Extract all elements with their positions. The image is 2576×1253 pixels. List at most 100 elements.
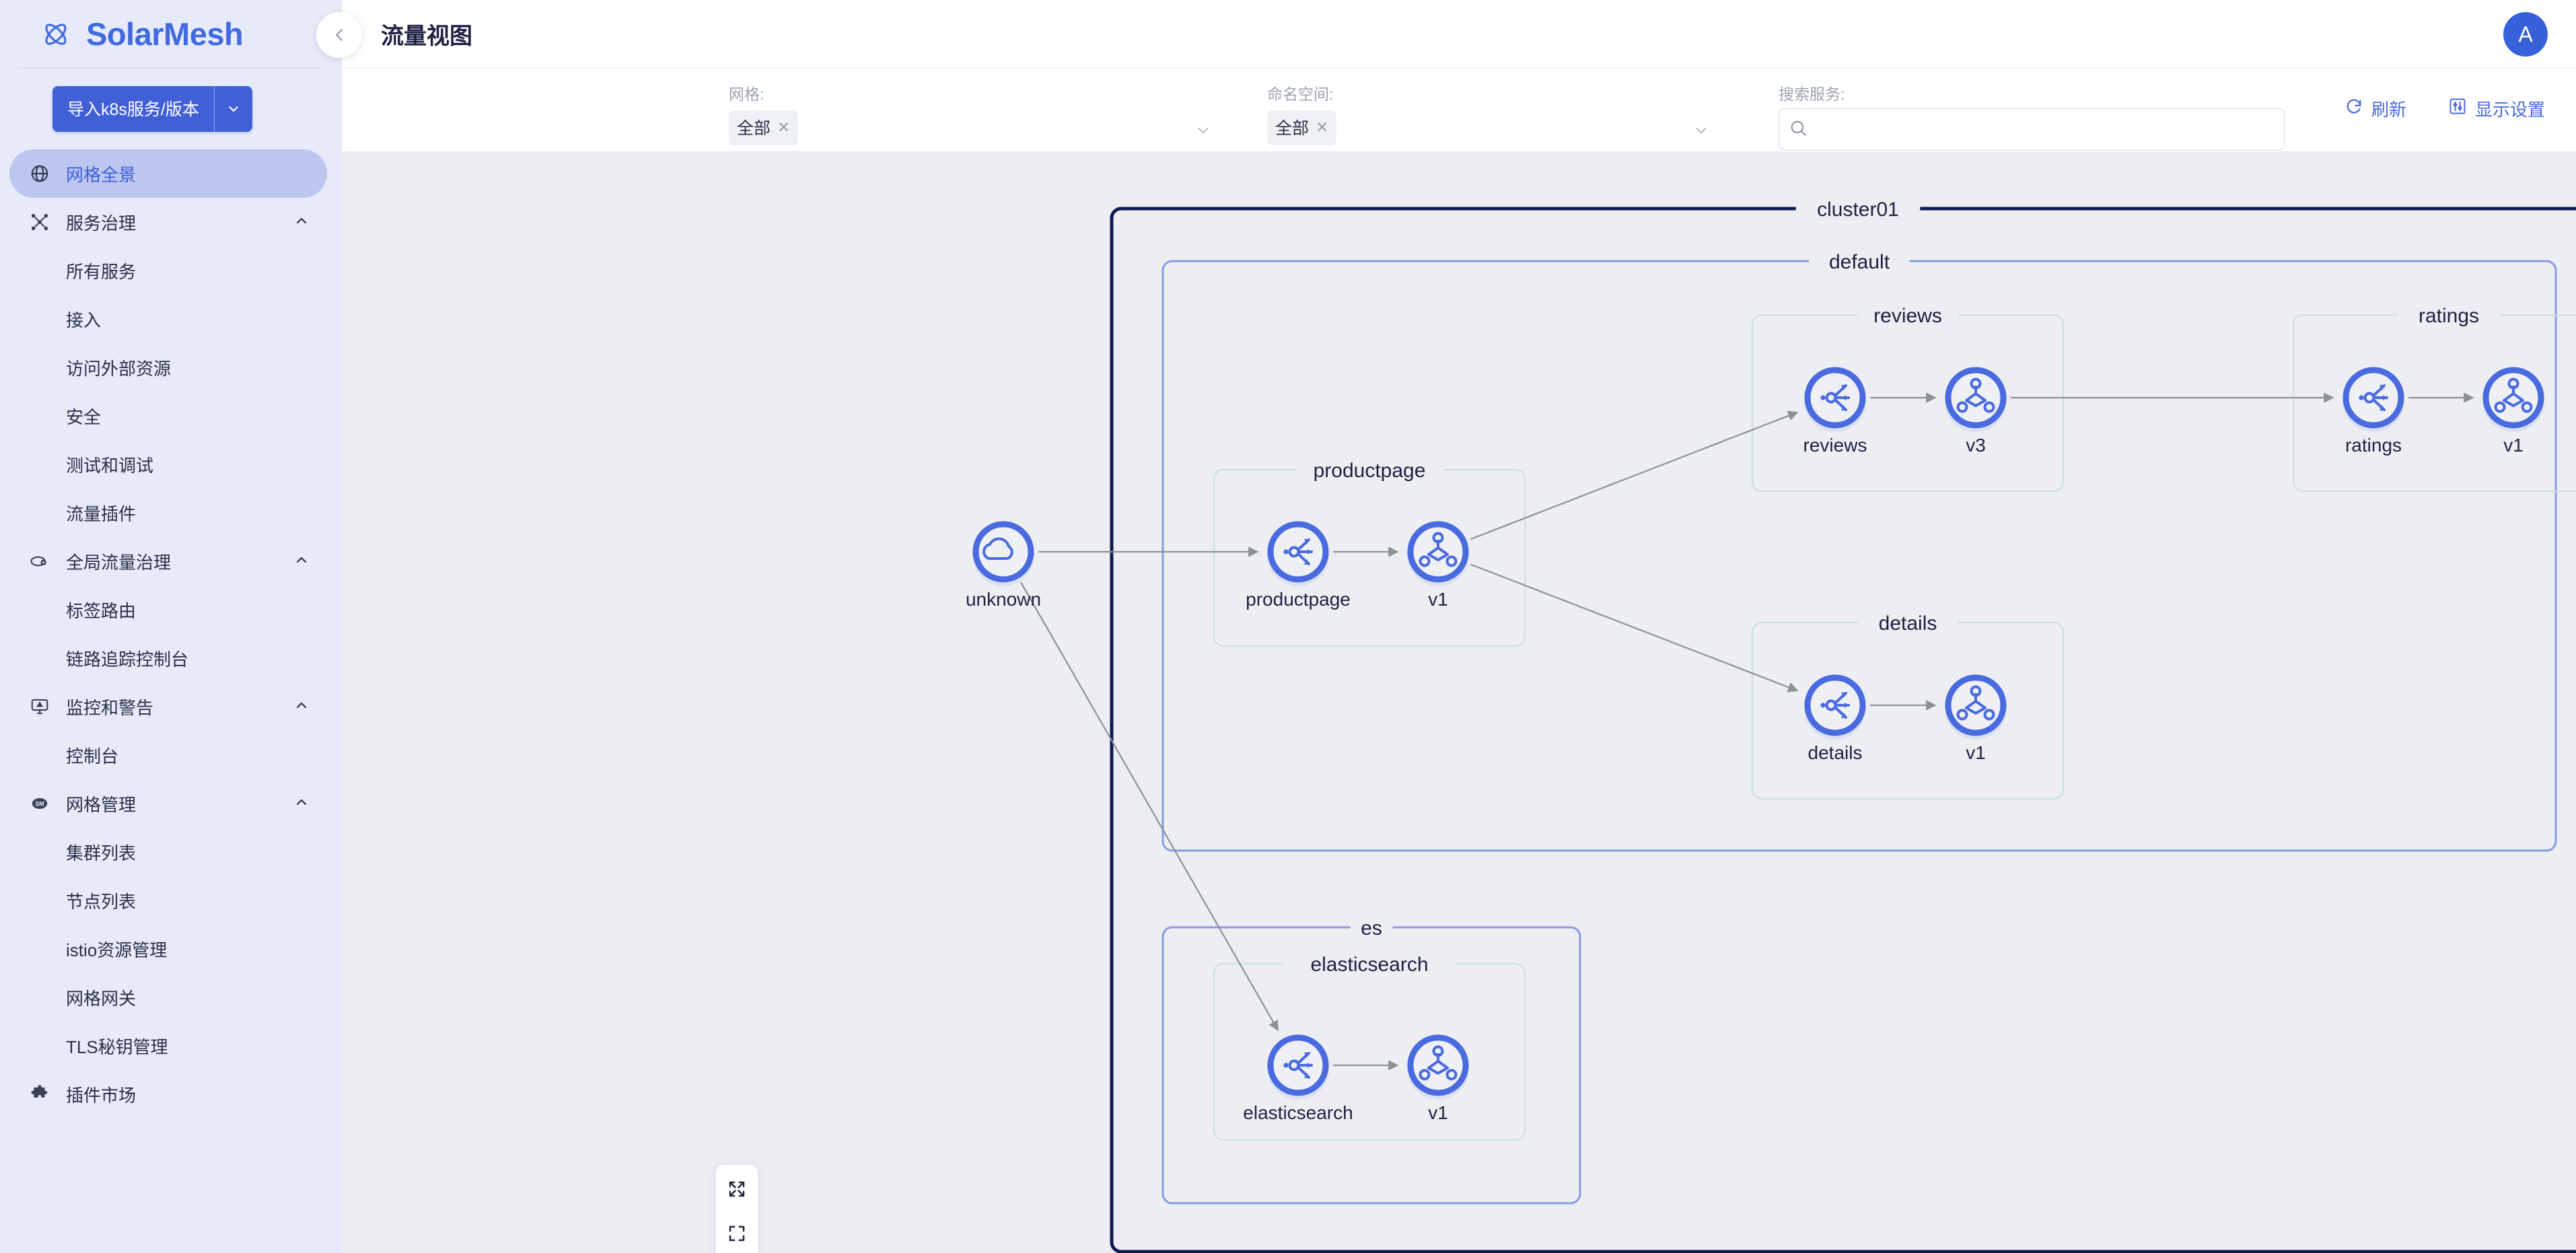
close-icon[interactable]: ✕ xyxy=(777,118,791,136)
graph-node-ver-rat-v1[interactable]: v1 xyxy=(2482,367,2544,456)
topology-graph[interactable]: cluster01 default es reviews ratings productp… xyxy=(342,152,2576,1253)
search-box[interactable] xyxy=(1779,108,2285,150)
search-icon xyxy=(1789,118,1808,141)
graph-node-ver-es-v1[interactable]: v1 xyxy=(1407,1034,1469,1123)
chevron-up-icon[interactable] xyxy=(293,697,310,716)
sidebar-item-monitor-console[interactable]: 控制台 xyxy=(0,731,342,779)
chevron-down-icon[interactable] xyxy=(215,86,252,132)
sidebar-item-security[interactable]: 安全 xyxy=(0,392,342,440)
import-button-wrap: 导入k8s服务/版本 xyxy=(0,69,342,149)
refresh-icon xyxy=(2345,97,2363,120)
graph-group-reviews[interactable]: reviews xyxy=(1751,305,2065,493)
sidebar-group-mesh-management[interactable]: SM 网格管理 xyxy=(0,779,342,828)
refresh-label: 刷新 xyxy=(2371,100,2406,120)
graph-group-elasticsearch[interactable]: elasticsearch xyxy=(1213,954,1526,1141)
namespace-filter-label: 命名空间: xyxy=(1267,85,1334,103)
graph-group-label: reviews xyxy=(1873,305,1942,327)
sidebar-item-label: 网格全景 xyxy=(66,164,137,185)
namespace-chip-label: 全部 xyxy=(1275,119,1310,138)
brand-name: SolarMesh xyxy=(86,16,244,52)
sidebar-item-mesh-overview[interactable]: 网格全景 xyxy=(9,149,327,198)
graph-node-unknown[interactable]: unknown xyxy=(966,521,1041,610)
sidebar-item-tls-keys[interactable]: TLS秘钥管理 xyxy=(0,1022,342,1070)
topology-canvas[interactable]: cluster01 default es reviews ratings productp… xyxy=(342,152,2576,1253)
graph-group-productpage[interactable]: productpage xyxy=(1213,460,1526,647)
search-input[interactable] xyxy=(1816,120,2275,139)
fit-screen-icon[interactable] xyxy=(721,1217,753,1250)
sidebar-group-monitoring-alerts[interactable]: 监控和警告 xyxy=(0,682,342,731)
graph-node-ver-det-v1[interactable]: v1 xyxy=(1945,674,2007,763)
expand-arrows-icon[interactable] xyxy=(721,1173,753,1205)
mesh-select[interactable]: 全部 ✕ xyxy=(729,108,1240,147)
sidebar-item-label: 所有服务 xyxy=(66,261,137,282)
graph-group-label: cluster01 xyxy=(1817,199,1899,221)
close-icon[interactable]: ✕ xyxy=(1316,118,1329,136)
graph-group-details[interactable]: details xyxy=(1751,612,2065,800)
graph-node-ver-rev-v3[interactable]: v3 xyxy=(1945,367,2007,456)
display-settings-button[interactable]: 显示设置 xyxy=(2448,96,2545,121)
import-k8s-button[interactable]: 导入k8s服务/版本 xyxy=(52,86,252,132)
sidebar-item-label: 访问外部资源 xyxy=(66,358,172,379)
graph-node-label: v1 xyxy=(1966,742,1986,763)
sidebar-item-traffic-plugins[interactable]: 流量插件 xyxy=(0,489,342,537)
sidebar-item-label: 安全 xyxy=(66,406,102,427)
display-settings-label: 显示设置 xyxy=(2474,100,2545,120)
graph-node-svc-reviews[interactable]: reviews xyxy=(1803,367,1867,456)
graph-node-svc-ratings[interactable]: ratings xyxy=(2342,367,2404,456)
version-icon xyxy=(1956,378,1995,413)
sidebar-item-istio-resources[interactable]: istio资源管理 xyxy=(0,925,342,973)
page-title: 流量视图 xyxy=(381,23,472,49)
namespace-filter[interactable]: 命名空间: 全部 ✕ xyxy=(1267,68,1738,147)
mesh-filter[interactable]: 网格: 全部 ✕ xyxy=(729,68,1240,147)
graph-group-label: ratings xyxy=(2419,305,2479,327)
graph-node-svc-es[interactable]: elasticsearch xyxy=(1243,1034,1353,1123)
graph-node-ver-pp-v1[interactable]: v1 xyxy=(1407,521,1469,610)
service-icon xyxy=(1283,1052,1313,1079)
sidebar-group-global-traffic[interactable]: 全局流量治理 xyxy=(0,537,342,585)
graph-node-label: details xyxy=(1808,742,1863,763)
version-icon xyxy=(1419,532,1458,567)
graph-group-es[interactable]: es xyxy=(1161,917,1581,1205)
sidebar-item-node-list[interactable]: 节点列表 xyxy=(0,876,342,925)
sidebar-item-cluster-list[interactable]: 集群列表 xyxy=(0,828,342,876)
brand[interactable]: SolarMesh xyxy=(0,0,342,68)
mesh-chip[interactable]: 全部 ✕ xyxy=(729,110,799,145)
graph-node-label: ratings xyxy=(2345,435,2402,456)
sidebar-item-label: 全局流量治理 xyxy=(66,552,172,573)
sidebar-item-tracing-console[interactable]: 链路追踪控制台 xyxy=(0,634,342,682)
sidebar-item-ingress[interactable]: 接入 xyxy=(0,295,342,343)
chevron-up-icon[interactable] xyxy=(293,213,310,231)
top-header: 流量视图 A xyxy=(316,0,2576,68)
chevron-up-icon[interactable] xyxy=(293,552,310,571)
graph-group-default[interactable]: default xyxy=(1161,251,2557,852)
avatar[interactable]: A xyxy=(2503,12,2548,57)
service-icon xyxy=(1820,384,1850,411)
sidebar-item-label-routing[interactable]: 标签路由 xyxy=(0,585,342,634)
sidebar-nav: 网格全景 服务治理 所有服务 接入 访问外部资源 安全 测试和调试 流量插件 xyxy=(0,149,342,1118)
sidebar-collapse-button[interactable] xyxy=(316,12,362,58)
namespace-select[interactable]: 全部 ✕ xyxy=(1267,108,1738,147)
refresh-button[interactable]: 刷新 xyxy=(2345,96,2406,121)
graph-group-ratings[interactable]: ratings xyxy=(2292,305,2576,493)
atom-icon xyxy=(40,19,71,50)
sidebar-group-service-governance[interactable]: 服务治理 xyxy=(0,198,342,246)
sidebar-item-all-services[interactable]: 所有服务 xyxy=(0,246,342,295)
sidebar-item-external-resources[interactable]: 访问外部资源 xyxy=(0,343,342,392)
globe-icon xyxy=(28,162,51,185)
sidebar-item-mesh-gateway[interactable]: 网格网关 xyxy=(0,973,342,1022)
sidebar-item-plugin-market[interactable]: 插件市场 xyxy=(0,1070,342,1118)
chevron-down-icon[interactable] xyxy=(1692,122,1710,144)
sidebar-item-test-debug[interactable]: 测试和调试 xyxy=(0,440,342,489)
search-service-filter: 搜索服务: xyxy=(1779,68,2290,150)
graph-group-label: default xyxy=(1829,251,1890,273)
namespace-chip[interactable]: 全部 ✕ xyxy=(1267,110,1337,145)
sidebar-item-label: 服务治理 xyxy=(66,213,137,234)
sidebar-item-label: 监控和警告 xyxy=(66,697,154,718)
graph-group-cluster01[interactable]: cluster01 xyxy=(1110,199,2576,1253)
sidebar-item-label: 网格管理 xyxy=(66,794,137,815)
graph-node-svc-productpage[interactable]: productpage xyxy=(1246,521,1351,610)
chevron-up-icon[interactable] xyxy=(293,794,310,813)
graph-node-svc-details[interactable]: details xyxy=(1804,674,1866,763)
chevron-down-icon[interactable] xyxy=(1194,122,1212,144)
